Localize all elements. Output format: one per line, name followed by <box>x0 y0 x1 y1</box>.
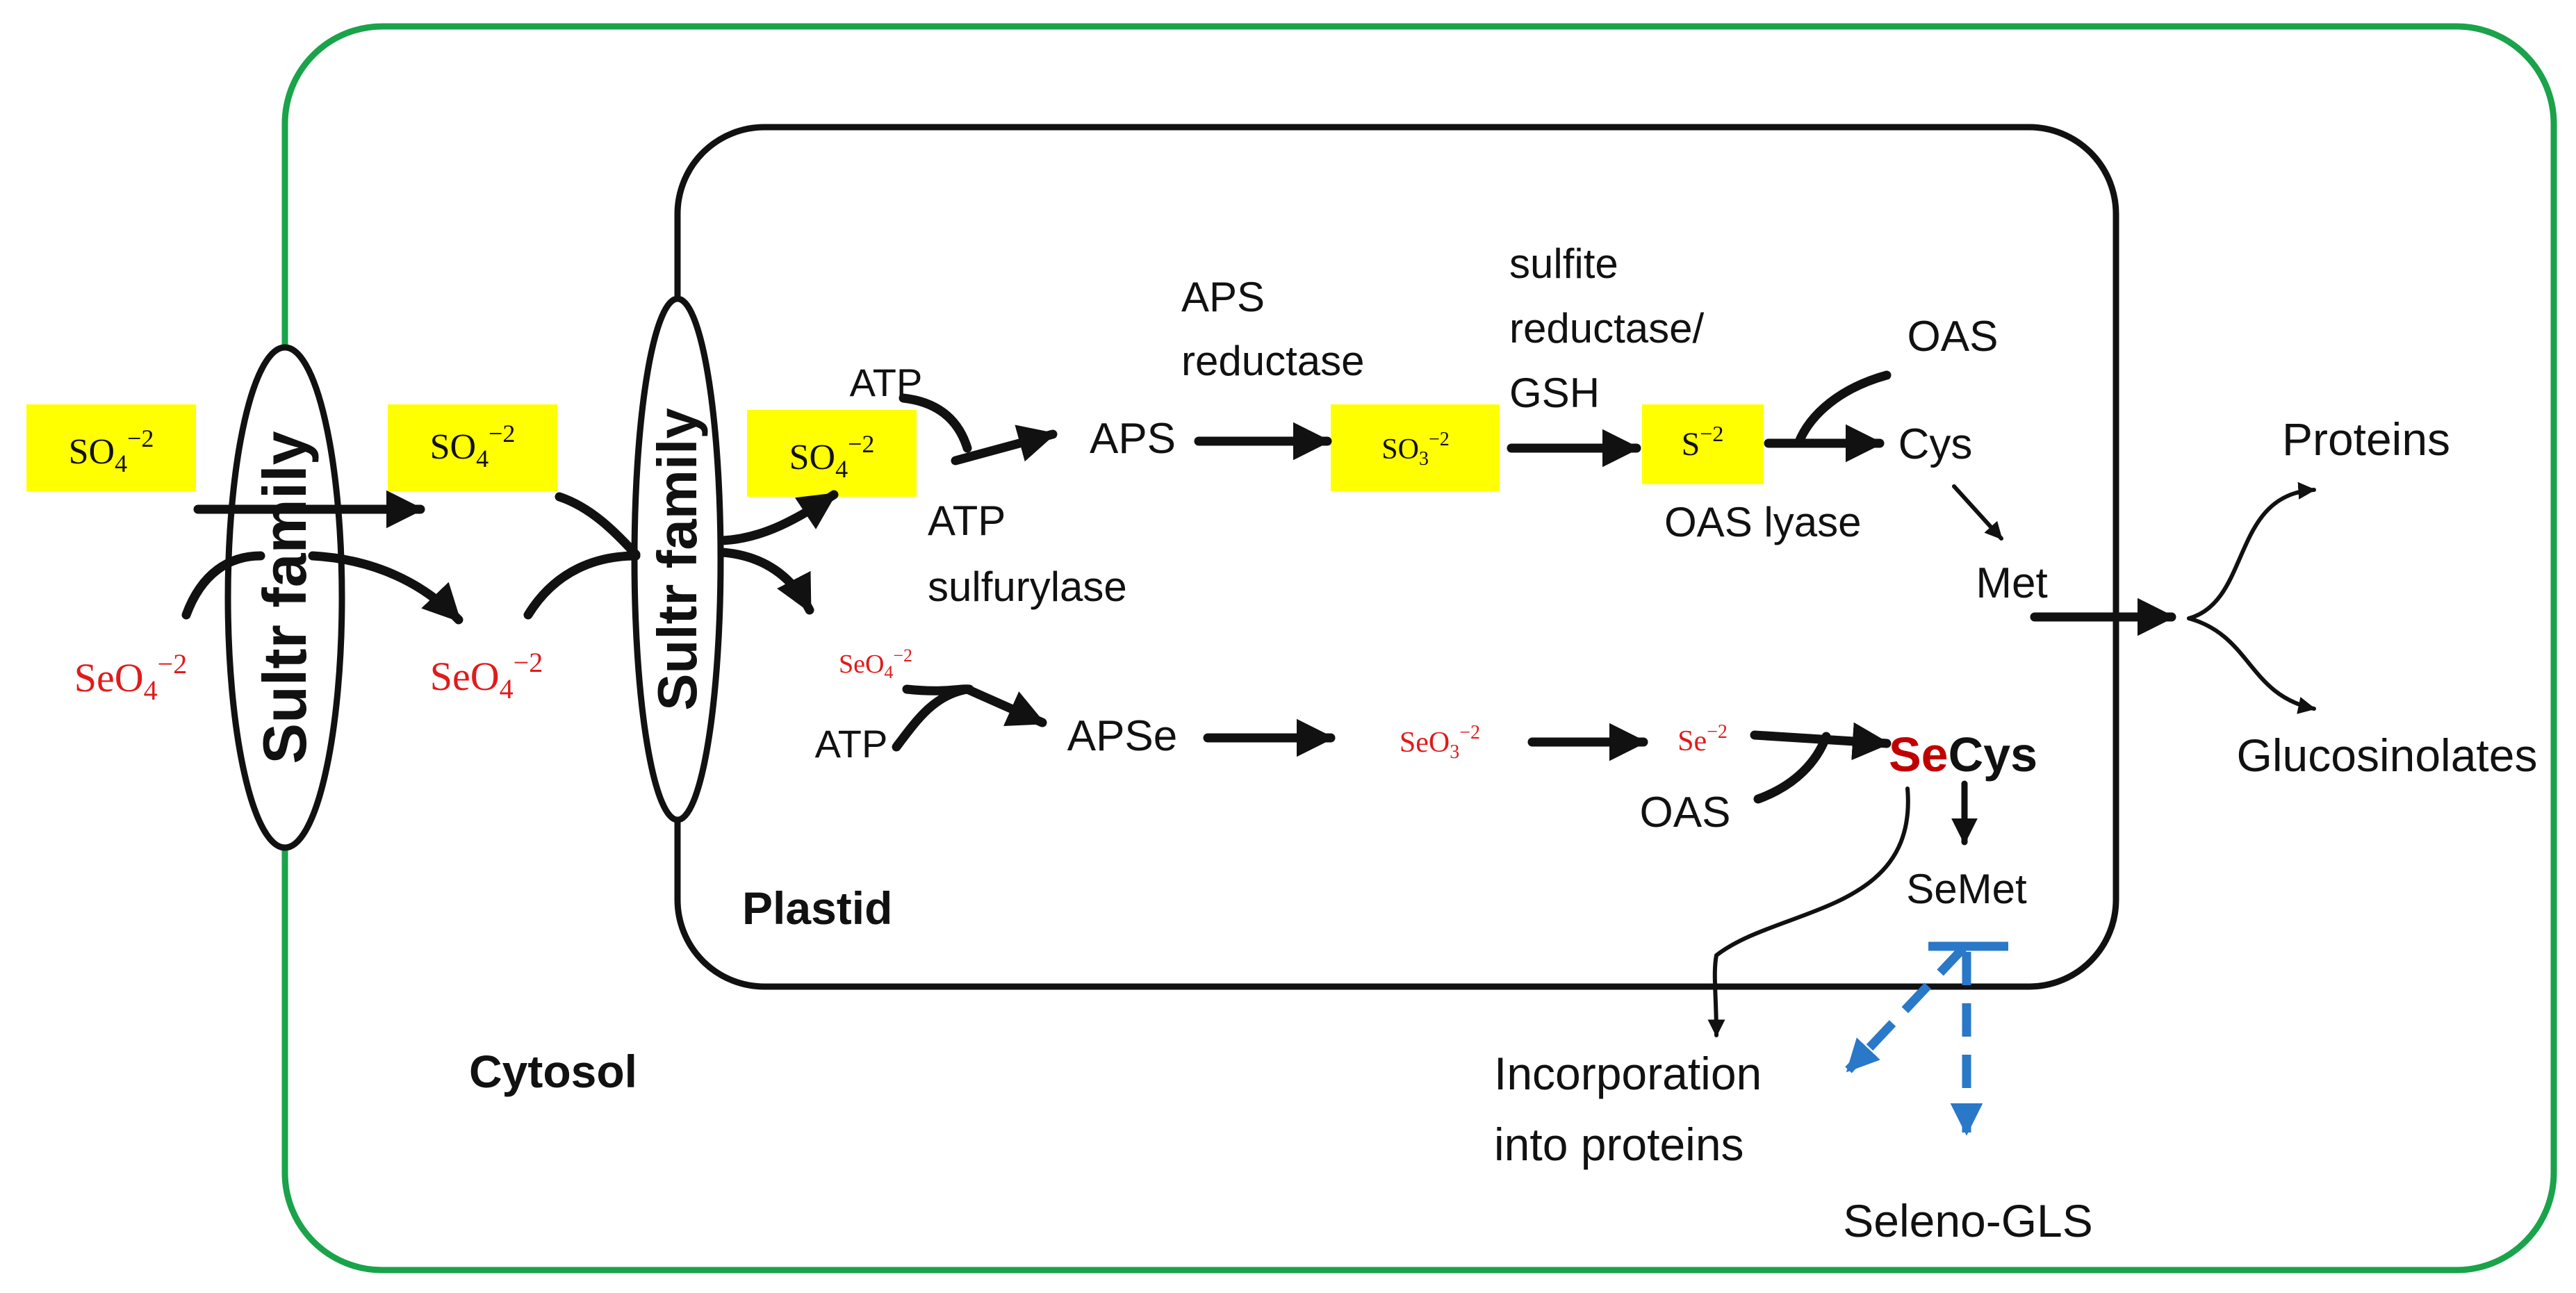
so3: SO3−2 <box>1381 429 1450 470</box>
aps: APS <box>1090 415 1176 463</box>
seo4-plastid: SeO4−2 <box>839 645 912 682</box>
secys: SeCys <box>1889 727 2037 782</box>
arrow-apse-main <box>962 684 1047 727</box>
met: Met <box>1976 559 2047 607</box>
so4-plastid: SO4−2 <box>789 430 875 483</box>
sultr-transporter-plasma-membrane <box>224 344 345 851</box>
arrow-seo4-plastid-entry <box>718 547 814 615</box>
arrow-so4-plastid-entry-tail <box>555 492 641 559</box>
sulfide: S−2 <box>1682 421 1724 463</box>
arrow-atp-input-curve <box>899 393 972 453</box>
oas-lyase: OAS lyase <box>1664 499 1861 545</box>
arrow-secys-to-incorporation <box>1707 786 1910 1037</box>
arrow-atp-se-input-curve <box>892 684 972 752</box>
oas-bottom: OAS <box>1640 789 1731 837</box>
apse: APSe <box>1067 712 1178 760</box>
seleno-gls: Seleno-GLS <box>1843 1195 2093 1246</box>
seo3: SeO3−2 <box>1400 722 1480 763</box>
arrow-so4-plastid-entry <box>718 490 839 545</box>
atp-input: ATP <box>850 361 923 404</box>
aps-reductase-line1: APS <box>1181 274 1265 320</box>
arrow-seo4-uptake-tail <box>181 551 265 620</box>
oas-top: OAS <box>1908 313 1999 361</box>
arrow-seo4-plastid-entry-tail <box>523 551 641 620</box>
semet: SeMet <box>1906 866 2027 912</box>
highlight-so4-plastid <box>747 410 917 497</box>
sulfite-reductase-line1: sulfite <box>1509 240 1618 287</box>
atp-sulfurylase-line2: sulfurylase <box>928 563 1127 610</box>
plastid-label: Plastid <box>742 882 892 934</box>
sultr-family-left-label: Sultr family <box>250 431 319 764</box>
dashed-arrow-semet-to-incorporation <box>1845 945 1967 1073</box>
so4-cytosol: SO4−2 <box>430 420 516 472</box>
arrow-atp-to-aps <box>951 425 1058 466</box>
so4-outside: SO4−2 <box>69 425 154 477</box>
glucosinolates: Glucosinolates <box>2237 730 2538 781</box>
arrow-to-glucosinolates <box>2187 616 2316 714</box>
selenide: Se−2 <box>1677 721 1728 757</box>
aps-reductase-line2: reductase <box>1181 338 1365 384</box>
arrow-to-proteins <box>2187 481 2316 620</box>
seo4-outside: SeO4−2 <box>74 648 187 706</box>
cys: Cys <box>1898 420 1973 468</box>
sultr-family-right-label: Sultr family <box>646 408 708 711</box>
proteins: Proteins <box>2282 413 2450 465</box>
arrow-oas-input-curve <box>1794 370 1892 448</box>
atp-se-input: ATP <box>815 722 888 766</box>
sulfite-reductase-line3: GSH <box>1509 370 1600 416</box>
highlight-so3 <box>1331 404 1500 491</box>
plastid-membrane <box>674 124 2119 990</box>
sulfite-reductase-line2: reductase/ <box>1509 305 1704 352</box>
arrow-seo4-uptake <box>308 551 463 625</box>
incorporation-line1: Incorporation <box>1494 1048 1762 1099</box>
arrow-cys-to-met <box>1952 484 2003 541</box>
highlight-s <box>1642 404 1764 484</box>
arrow-oas-se-input-curve <box>1753 732 1831 804</box>
highlight-so4-cytosol <box>388 404 557 491</box>
cytosol-label: Cytosol <box>469 1046 637 1097</box>
incorporation-line2: into proteins <box>1494 1119 1744 1170</box>
atp-sulfurylase-line1: ATP <box>928 497 1006 544</box>
seo4-cytosol: SeO4−2 <box>430 647 543 705</box>
highlight-so4-outside <box>26 404 196 491</box>
